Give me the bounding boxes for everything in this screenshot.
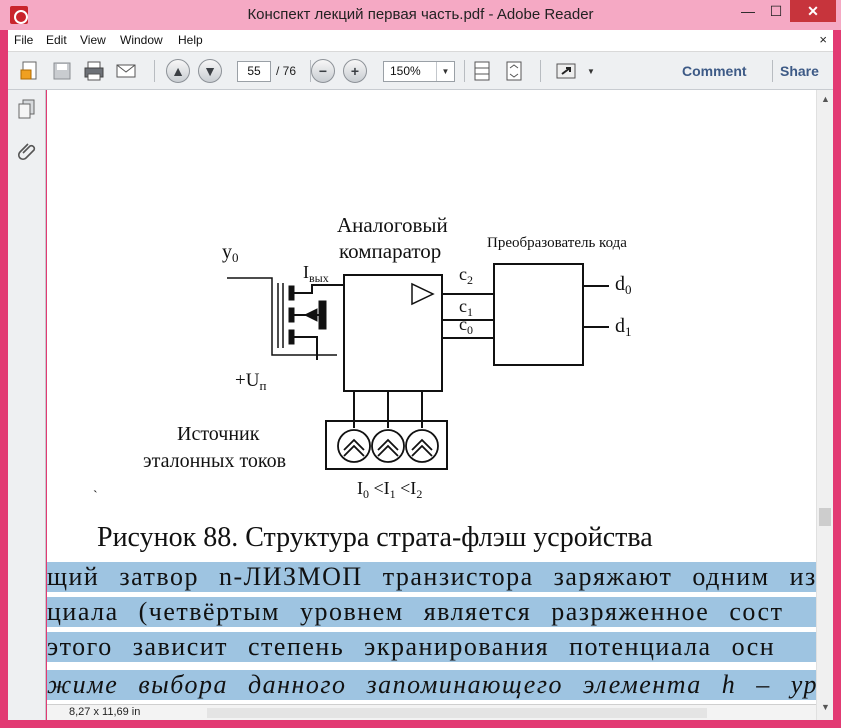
toolbar-separator: [772, 60, 773, 82]
minimize-button[interactable]: —: [741, 3, 755, 19]
full-screen-icon[interactable]: [554, 59, 578, 83]
chevron-down-icon[interactable]: ▼: [436, 62, 454, 81]
fit-page-icon[interactable]: [470, 59, 494, 83]
email-icon[interactable]: [114, 59, 138, 83]
fit-width-icon[interactable]: [502, 59, 526, 83]
label-d0: d0: [615, 273, 632, 297]
label-source-line1: Источник: [177, 423, 260, 445]
label-c2: c2: [459, 264, 473, 287]
attachments-icon[interactable]: [16, 140, 38, 162]
label-c0: c0: [459, 314, 473, 337]
code-converter-block: [493, 263, 584, 366]
maximize-button[interactable]: ☐: [769, 2, 783, 19]
toolbar: ▲ ▼ 55 / 76 − + 150% ▼ ▼ Comment Share: [8, 52, 833, 90]
print-icon[interactable]: [82, 59, 106, 83]
adobe-reader-icon: [10, 6, 28, 24]
menu-view[interactable]: View: [80, 33, 106, 47]
label-source-line2: эталонных токов: [143, 450, 286, 472]
highlighted-text-line[interactable]: щий затвор n-ЛИЗМОП транзистора заряжают…: [47, 562, 816, 592]
menu-window[interactable]: Window: [120, 33, 163, 47]
label-y0: y0: [222, 241, 239, 265]
create-pdf-icon[interactable]: [18, 59, 42, 83]
document-view[interactable]: y0 Iвых Аналоговый компаратор Преобразов…: [47, 90, 816, 704]
share-button[interactable]: Share: [780, 63, 819, 79]
title-bar: Конспект лекций первая часть.pdf - Adobe…: [0, 0, 841, 30]
window-title: Конспект лекций первая часть.pdf - Adobe…: [247, 6, 594, 23]
status-bar: 8,27 x 11,69 in: [47, 704, 816, 720]
current-source-1: [371, 429, 405, 463]
scroll-up-icon[interactable]: ▲: [821, 94, 830, 104]
zoom-select[interactable]: 150% ▼: [383, 61, 455, 82]
label-supply-voltage: +Uп: [235, 370, 266, 393]
label-c1: c1: [459, 296, 473, 319]
toolbar-options-icon[interactable]: ▼: [587, 66, 595, 76]
menu-bar: File Edit View Window Help ×: [8, 30, 833, 52]
zoom-value: 150%: [390, 64, 421, 78]
comparator-block: [343, 274, 443, 392]
toolbar-separator: [154, 60, 155, 82]
comment-button[interactable]: Comment: [682, 63, 747, 79]
next-page-button[interactable]: ▼: [198, 59, 222, 83]
page-number-input[interactable]: 55: [237, 61, 271, 82]
previous-page-button[interactable]: ▲: [166, 59, 190, 83]
label-comparator-line1: Аналоговый: [337, 213, 448, 237]
menu-file[interactable]: File: [14, 33, 34, 47]
scroll-thumb[interactable]: [819, 508, 831, 526]
label-output-current: Iвых: [303, 262, 329, 285]
navigation-pane: [8, 90, 46, 720]
label-comparator-line2: компаратор: [339, 239, 441, 263]
page-size-readout: 8,27 x 11,69 in: [69, 706, 141, 718]
lizmop-transistor: [227, 277, 344, 360]
figure-caption: Рисунок 88. Структура страта-флэш усройс…: [97, 522, 653, 553]
close-document-button[interactable]: ×: [819, 32, 827, 47]
zoom-in-button[interactable]: +: [343, 59, 367, 83]
flash-structure-diagram: y0 Iвых Аналоговый компаратор Преобразов…: [93, 213, 632, 504]
zoom-out-button[interactable]: −: [311, 59, 335, 83]
menu-help[interactable]: Help: [178, 33, 203, 47]
toolbar-separator: [464, 60, 465, 82]
highlighted-text-line[interactable]: этого зависит степень экранирования поте…: [47, 632, 816, 662]
save-icon[interactable]: [50, 59, 74, 83]
pages-icon[interactable]: [16, 98, 38, 120]
reference-current-source-block: [325, 420, 448, 470]
vertical-scrollbar[interactable]: ▲ ▼: [816, 90, 833, 720]
label-code-converter: Преобразователь кода: [487, 235, 627, 251]
highlighted-text-line[interactable]: жиме выбора данного запоминающего элемен…: [47, 670, 816, 700]
label-current-order: I0 <I1 <I2: [357, 478, 422, 501]
label-d1: d1: [615, 315, 632, 339]
toolbar-separator: [310, 60, 311, 82]
toolbar-separator: [540, 60, 541, 82]
stray-mark: `: [93, 489, 98, 504]
horizontal-scrollbar[interactable]: [207, 708, 707, 718]
menu-edit[interactable]: Edit: [46, 33, 67, 47]
scroll-down-icon[interactable]: ▼: [821, 702, 830, 712]
close-button[interactable]: ✕: [790, 0, 836, 22]
current-source-2: [405, 429, 439, 463]
current-source-0: [337, 429, 371, 463]
page-total: / 76: [276, 64, 297, 78]
highlighted-text-line[interactable]: циала (четвёртым уровнем является разряж…: [47, 597, 816, 627]
comparator-symbol: [411, 282, 435, 306]
